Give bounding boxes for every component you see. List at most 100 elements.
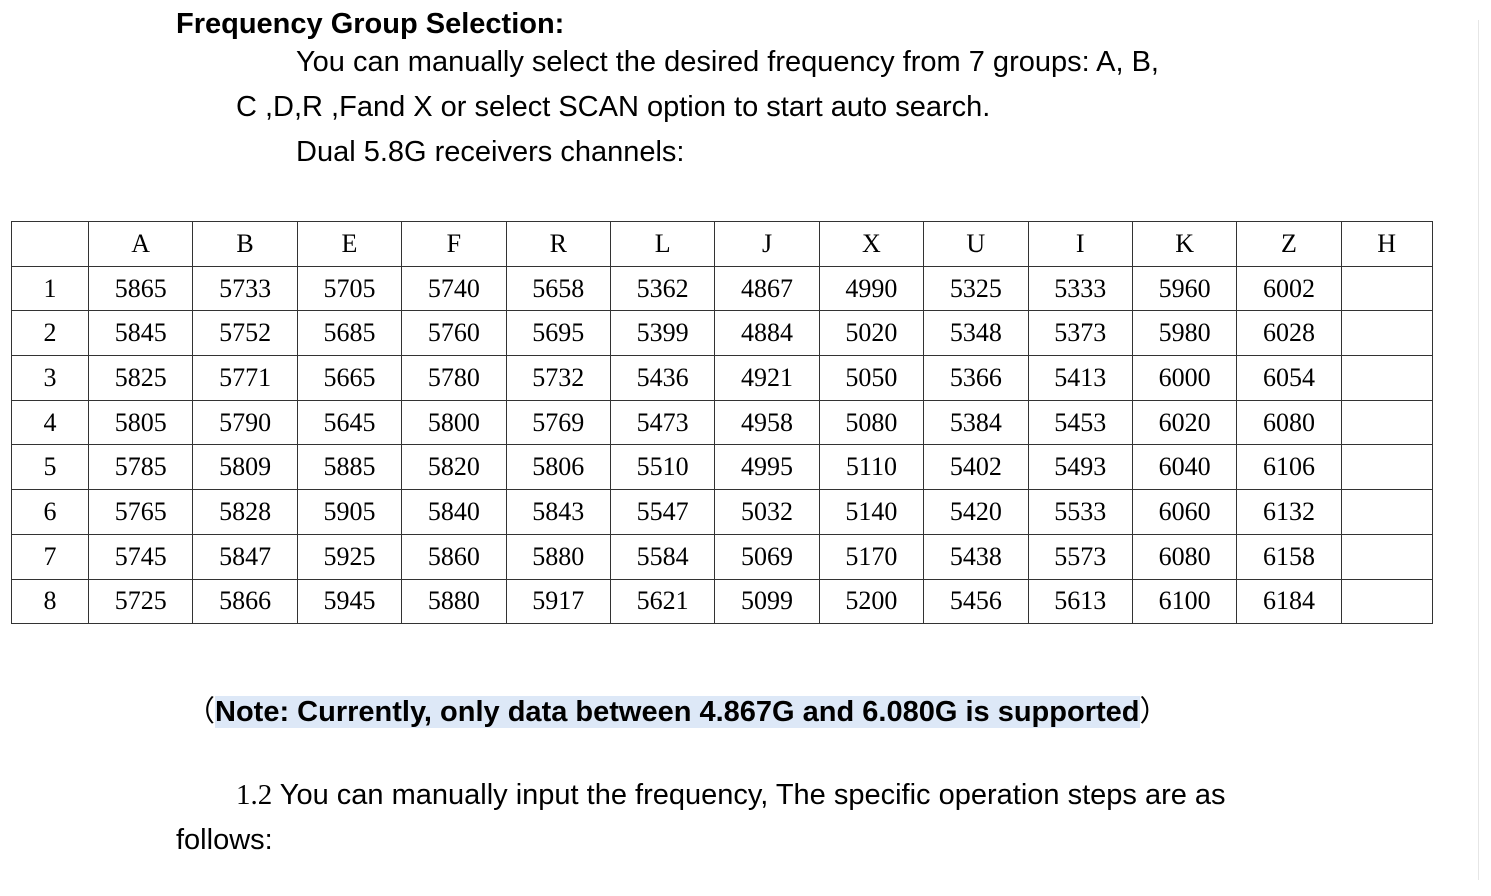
note-close-paren: ） bbox=[1139, 696, 1169, 728]
table-cell: 5805 bbox=[87, 399, 194, 446]
table-cell: 5366 bbox=[923, 355, 1029, 401]
table-cell: 4958 bbox=[714, 399, 820, 446]
intro-line-2: C ,D,R ,Fand X or select SCAN option to … bbox=[236, 91, 991, 123]
table-cell: 5960 bbox=[1131, 265, 1238, 312]
table-cell: 5752 bbox=[192, 310, 298, 357]
table-cell: 5050 bbox=[818, 355, 925, 401]
table-cell: 5613 bbox=[1027, 578, 1133, 625]
table-cell: 5685 bbox=[296, 310, 403, 357]
table-cell: 4921 bbox=[714, 355, 820, 401]
table-cell: 6020 bbox=[1131, 399, 1238, 446]
note-text: Note: Currently, only data between 4.867… bbox=[215, 696, 1140, 728]
intro-line-1: You can manually select the desired freq… bbox=[296, 46, 1159, 78]
table-cell bbox=[1340, 265, 1433, 312]
table-cell: 5840 bbox=[401, 489, 507, 535]
table-cell: 5645 bbox=[296, 399, 403, 446]
table-cell: 5456 bbox=[923, 578, 1029, 625]
table-cell: 5733 bbox=[192, 265, 298, 312]
row-number-cell: 7 bbox=[11, 533, 89, 580]
table-header-cell: E bbox=[296, 221, 403, 267]
table-header-cell: J bbox=[714, 221, 820, 267]
table-header-cell: I bbox=[1027, 221, 1133, 267]
page-margin-line bbox=[1478, 20, 1479, 880]
step-number: 1.2 bbox=[236, 779, 273, 811]
table-cell bbox=[1340, 444, 1433, 491]
table-cell: 6184 bbox=[1236, 578, 1342, 625]
table-cell: 5032 bbox=[714, 489, 820, 535]
table-cell: 5806 bbox=[505, 444, 611, 491]
table-cell: 5333 bbox=[1027, 265, 1133, 312]
table-cell: 5945 bbox=[296, 578, 403, 625]
table-cell: 5080 bbox=[818, 399, 925, 446]
table-cell: 5825 bbox=[87, 355, 194, 401]
row-number-cell: 8 bbox=[11, 578, 89, 625]
table-cell: 6106 bbox=[1236, 444, 1342, 491]
table-cell: 5547 bbox=[609, 489, 716, 535]
table-header-cell: L bbox=[609, 221, 716, 267]
table-cell bbox=[1340, 578, 1433, 625]
table-cell: 5765 bbox=[87, 489, 194, 535]
table-cell: 5925 bbox=[296, 533, 403, 580]
table-header-cell: B bbox=[192, 221, 298, 267]
table-cell: 5140 bbox=[818, 489, 925, 535]
table-cell: 6000 bbox=[1131, 355, 1238, 401]
table-cell: 6158 bbox=[1236, 533, 1342, 580]
table-cell: 5745 bbox=[87, 533, 194, 580]
table-cell: 5917 bbox=[505, 578, 611, 625]
table-cell: 4867 bbox=[714, 265, 820, 312]
table-cell: 5725 bbox=[87, 578, 194, 625]
table-cell: 5780 bbox=[401, 355, 507, 401]
row-number-cell: 1 bbox=[11, 265, 89, 312]
table-cell: 5809 bbox=[192, 444, 298, 491]
table-cell: 5865 bbox=[87, 265, 194, 312]
table-cell: 5384 bbox=[923, 399, 1029, 446]
table-cell: 5847 bbox=[192, 533, 298, 580]
row-number-cell: 3 bbox=[11, 355, 89, 401]
table-cell: 6054 bbox=[1236, 355, 1342, 401]
table-cell: 5845 bbox=[87, 310, 194, 357]
table-cell: 5740 bbox=[401, 265, 507, 312]
table-cell: 5771 bbox=[192, 355, 298, 401]
table-cell: 5348 bbox=[923, 310, 1029, 357]
table-cell: 5325 bbox=[923, 265, 1029, 312]
table-cell: 6060 bbox=[1131, 489, 1238, 535]
table-cell: 5843 bbox=[505, 489, 611, 535]
table-cell: 6132 bbox=[1236, 489, 1342, 535]
table-cell: 5658 bbox=[505, 265, 611, 312]
table-header-cell: A bbox=[87, 221, 194, 267]
table-cell: 5785 bbox=[87, 444, 194, 491]
table-cell: 5438 bbox=[923, 533, 1029, 580]
table-cell bbox=[1340, 310, 1433, 357]
table-cell: 5905 bbox=[296, 489, 403, 535]
table-cell: 5880 bbox=[401, 578, 507, 625]
table-cell: 5584 bbox=[609, 533, 716, 580]
table-cell: 5110 bbox=[818, 444, 925, 491]
row-number-cell: 6 bbox=[11, 489, 89, 535]
table-cell: 5860 bbox=[401, 533, 507, 580]
table-cell: 5413 bbox=[1027, 355, 1133, 401]
table-cell: 6080 bbox=[1131, 533, 1238, 580]
table-cell: 5828 bbox=[192, 489, 298, 535]
table-cell: 5533 bbox=[1027, 489, 1133, 535]
step-paragraph: 1.2 You can manually input the frequency… bbox=[236, 779, 1226, 812]
table-cell: 5200 bbox=[818, 578, 925, 625]
table-header-cell: Z bbox=[1236, 221, 1342, 267]
table-cell: 6002 bbox=[1236, 265, 1342, 312]
table-cell: 5473 bbox=[609, 399, 716, 446]
table-header-cell: K bbox=[1131, 221, 1238, 267]
table-cell: 5170 bbox=[818, 533, 925, 580]
table-cell: 5020 bbox=[818, 310, 925, 357]
step-paragraph-continued: follows: bbox=[176, 824, 273, 856]
table-header-cell: R bbox=[505, 221, 611, 267]
table-cell: 5866 bbox=[192, 578, 298, 625]
row-number-cell: 2 bbox=[11, 310, 89, 357]
table-cell: 5420 bbox=[923, 489, 1029, 535]
table-cell: 5453 bbox=[1027, 399, 1133, 446]
